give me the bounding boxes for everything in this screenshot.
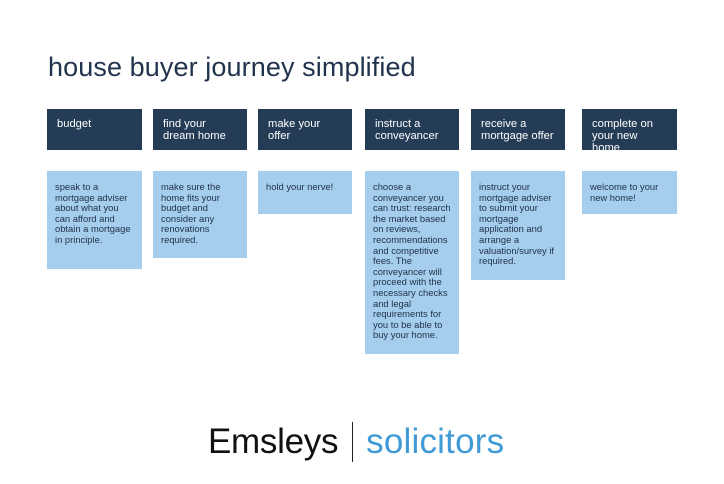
step-complete-detail: welcome to your new home! xyxy=(582,171,677,214)
step-budget-heading: budget xyxy=(47,109,142,150)
step-find-home-heading: find your dream home xyxy=(153,109,247,150)
step-budget-detail: speak to a mortgage adviser about what y… xyxy=(47,171,142,269)
step-find-home-detail: make sure the home fits your budget and … xyxy=(153,171,247,258)
logo-name: Emsleys xyxy=(208,422,339,461)
step-complete-heading: complete on your new home xyxy=(582,109,677,150)
step-conveyancer-detail: choose a conveyancer you can trust: rese… xyxy=(365,171,459,354)
step-make-offer-detail: hold your nerve! xyxy=(258,171,352,214)
step-mortgage-offer-heading: receive a mortgage offer xyxy=(471,109,565,150)
step-conveyancer-heading: instruct a conveyancer xyxy=(365,109,459,150)
company-logo: Emsleys solicitors xyxy=(208,420,504,464)
step-mortgage-offer-detail: instruct your mortgage adviser to submit… xyxy=(471,171,565,280)
page-title: house buyer journey simplified xyxy=(48,52,416,82)
logo-divider xyxy=(352,422,354,462)
step-make-offer-heading: make your offer xyxy=(258,109,352,150)
logo-tagline: solicitors xyxy=(366,422,505,461)
